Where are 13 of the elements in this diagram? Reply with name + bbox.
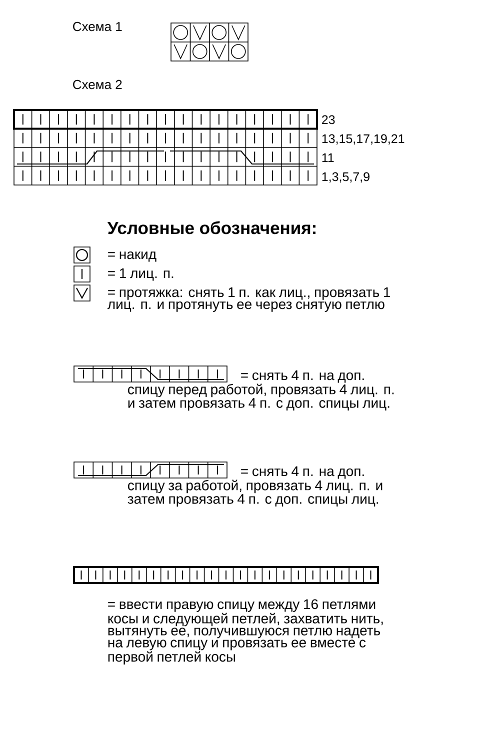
row-number: 1,3,5,7,9 [322,172,370,183]
legend-text: = протяжка: снять 1 п. как лиц., провязать 1 лиц. п. и протянуть ее через снятую петлю [107,287,390,312]
legend-text: = 1 лиц. п. [108,268,174,281]
scheme-title: Схема 1 [73,22,122,32]
legend-heading: Условные обозначения: [107,221,316,234]
row-number: 11 [322,153,334,162]
scheme-title: Схема 2 [73,80,122,90]
row-number: 13,15,17,19,21 [322,134,404,145]
legend-text: = снять 4 п. на доп. спицу перед работой, провязать 4 лиц. п. и затем провязать 4 п. с доп. спицы лиц. [128,370,394,411]
legend-text: = ввести правую спицу между 16 петлями косы и следующей петлей, захватить нить, вытянуть ее, получившуюся петлю надеть на левую спицу и провязать ее вместе с первой петлей косы [108,599,383,664]
legend-text: = снять 4 п. на доп. спицу за работой, провязать 4 лиц. п. и затем провязать 4 п. с доп. спицы лиц. [128,466,382,507]
legend-text: = накид [108,251,156,262]
row-number: 23 [322,115,335,124]
